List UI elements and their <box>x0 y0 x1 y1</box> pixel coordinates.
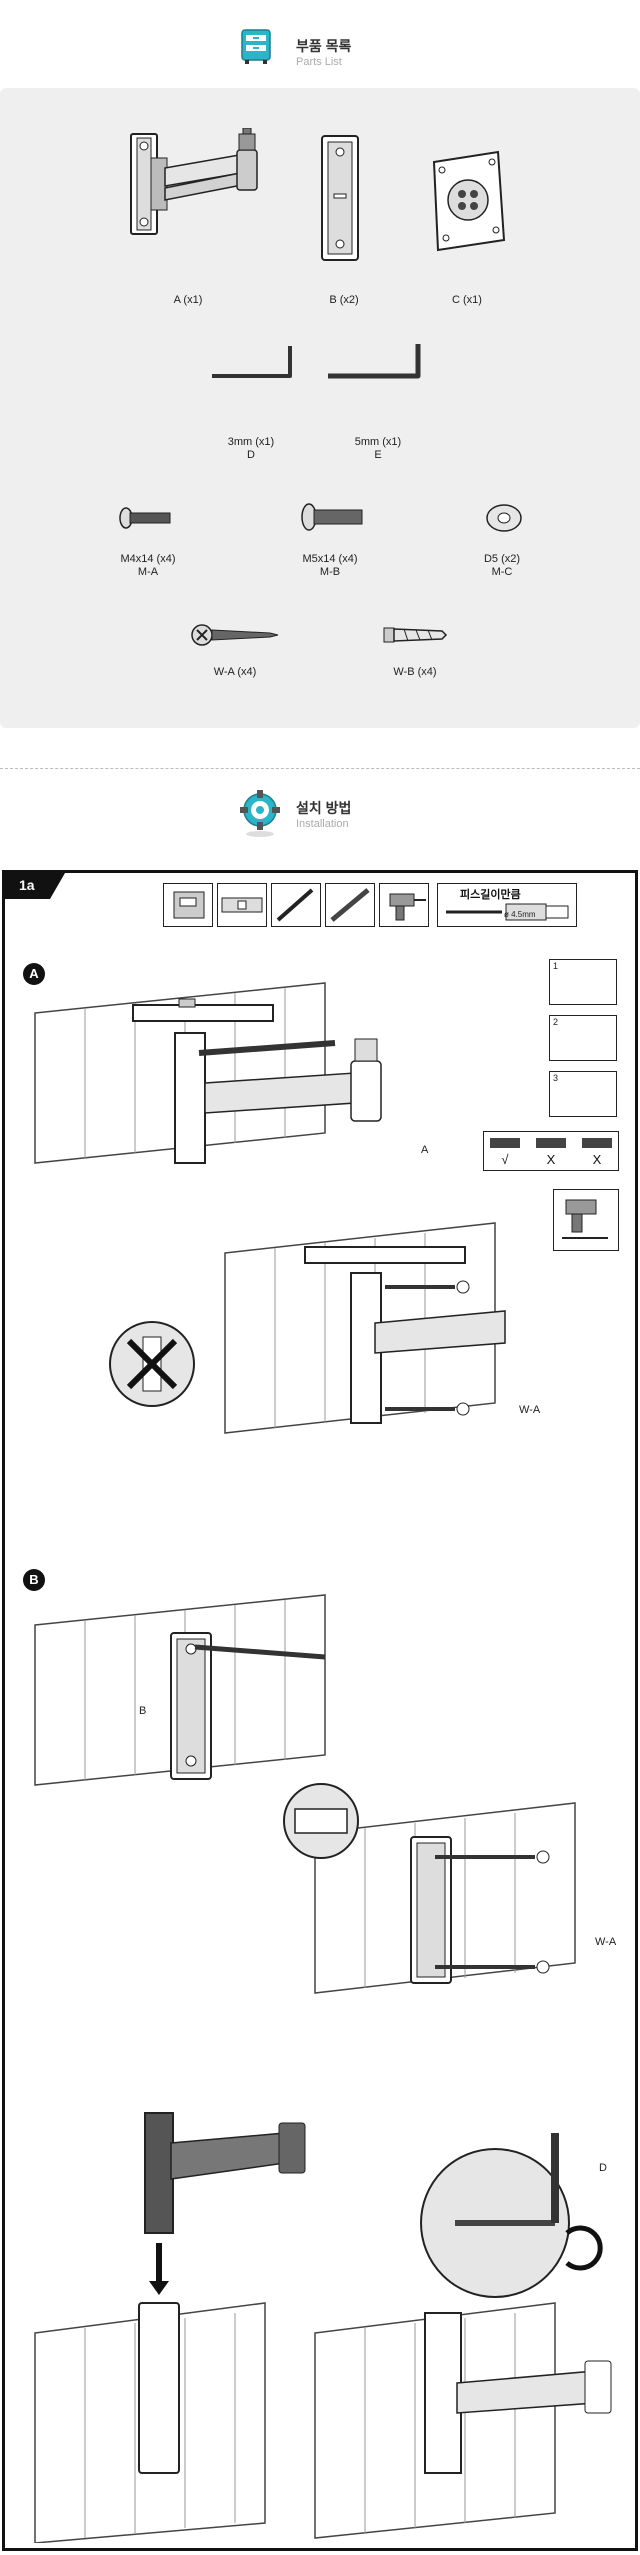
tool-level <box>217 883 267 927</box>
section-a-arm-on-wall-illustration <box>34 982 382 1164</box>
drill-depth-tip: 피스길이만큼 ø 4.5mm <box>437 883 577 927</box>
level-check-box: √ X X <box>483 1131 619 1171</box>
mini-step-1: 1 <box>549 959 617 1005</box>
section-a-marker: A <box>23 963 45 985</box>
part-d-label: 3mm (x1) D <box>227 436 275 461</box>
callout-wa-2: W-A <box>595 1936 617 1948</box>
no-anchor-circle-illustration <box>109 1321 195 1407</box>
drill-mini-box <box>553 1189 619 1251</box>
arm-lowering-onto-plate-illustration <box>34 2112 306 2543</box>
part-b-label: B (x2) <box>329 294 359 306</box>
gear-icon <box>240 790 280 838</box>
verdict-wrong-2: X <box>592 1152 602 1167</box>
part-a-arm-illustration <box>130 128 258 235</box>
part-a-label: A (x1) <box>173 294 203 306</box>
part-mc-label: D5 (x2) M-C <box>483 553 521 578</box>
section-b-plate-screwed-illustration <box>314 1802 576 1994</box>
tool-screwdriver <box>271 883 321 927</box>
parts-panel: A (x1) B (x2) C (x1) 3mm (x1) D 5mm (x1)… <box>0 88 640 728</box>
washer-d5-illustration <box>486 504 522 532</box>
drawer-cabinet-icon <box>240 28 272 64</box>
hex-key-5mm-illustration <box>328 344 421 379</box>
verdict-correct: √ <box>501 1152 509 1167</box>
tool-pencil <box>325 883 375 927</box>
arm-mounted-with-hex-key-illustration <box>314 2133 612 2539</box>
mini-step-2: 2 <box>549 1015 617 1061</box>
part-wa-label: W-A (x4) <box>213 666 257 678</box>
install-subtitle: Installation <box>296 818 349 830</box>
slot-detail-circle-illustration <box>283 1783 359 1859</box>
hex-key-3mm-illustration <box>212 346 292 378</box>
part-mb-label: M5x14 (x4) M-B <box>302 553 358 578</box>
wall-anchor-wb-illustration <box>383 627 448 643</box>
callout-d: D <box>599 2162 607 2174</box>
callout-wa-1: W-A <box>519 1404 541 1416</box>
part-wb-label: W-B (x4) <box>393 666 437 678</box>
callout-b: B <box>139 1705 147 1717</box>
section-divider <box>0 768 640 769</box>
screw-m4x14-illustration <box>119 507 171 529</box>
step-1a-panel: 1a 피스길이만큼 ø 4.5mm A A 1 <box>2 870 638 2551</box>
verdict-wrong-1: X <box>546 1152 556 1167</box>
parts-title: 부품 목록 <box>296 38 352 54</box>
install-title: 설치 방법 <box>296 800 352 816</box>
part-b-plate-illustration <box>321 135 359 261</box>
callout-a: A <box>421 1144 429 1156</box>
section-b-plate-marking-illustration <box>34 1594 326 1786</box>
part-c-vesa-plate-illustration <box>432 150 506 252</box>
depth-value: ø 4.5mm <box>504 910 536 919</box>
part-ma-label: M4x14 (x4) M-A <box>120 553 176 578</box>
section-b-marker: B <box>23 1569 45 1591</box>
part-c-label: C (x1) <box>452 294 482 306</box>
step-tag: 1a <box>5 873 65 899</box>
screw-m5x14-illustration <box>301 503 363 531</box>
depth-tip-text: 피스길이만큼 <box>460 889 521 901</box>
mini-step-3: 3 <box>549 1071 617 1117</box>
wood-screw-wa-illustration <box>191 624 279 646</box>
parts-subtitle: Parts List <box>296 56 342 68</box>
tool-drill <box>379 883 429 927</box>
tool-stud-finder <box>163 883 213 927</box>
section-a-screwed-arm-illustration <box>224 1222 506 1434</box>
part-e-label: 5mm (x1) E <box>354 436 402 461</box>
